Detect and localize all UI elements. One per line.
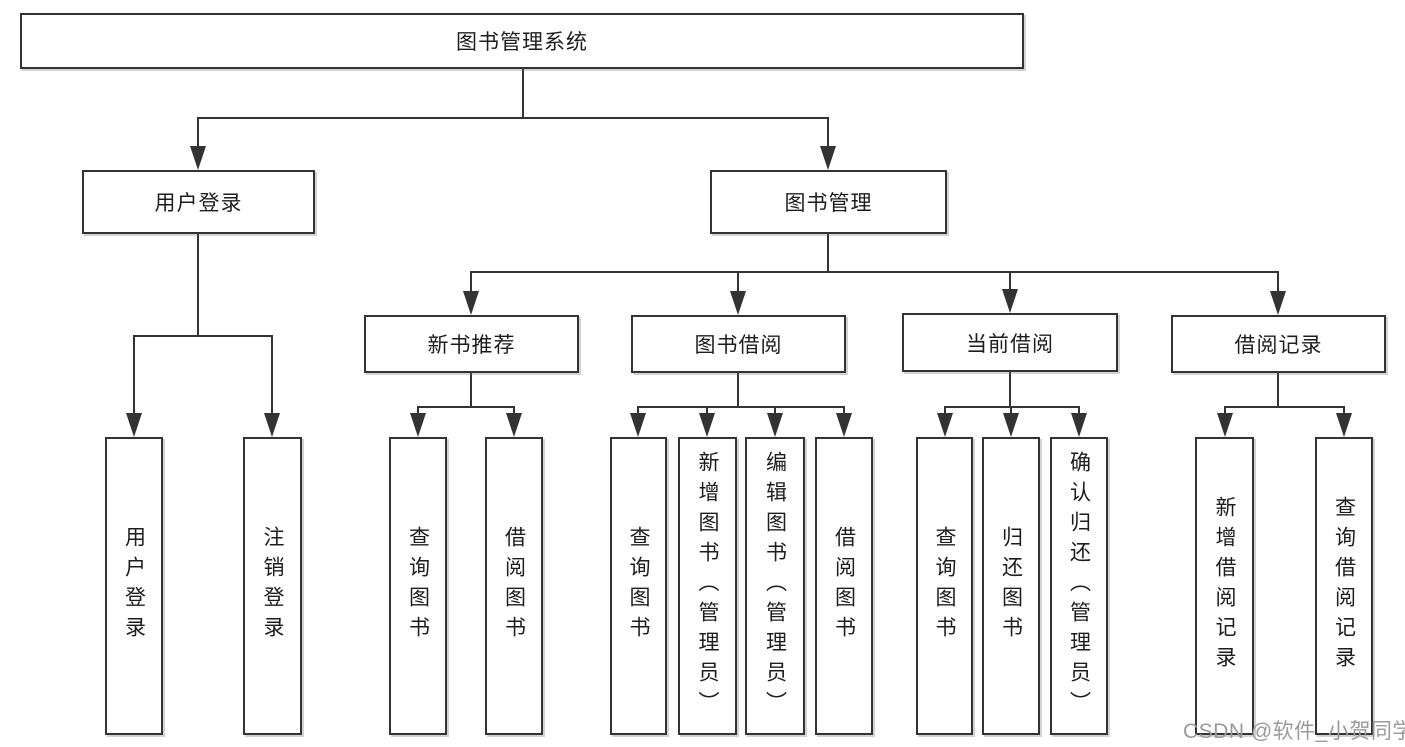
- node-label: 图书管理: [784, 192, 873, 215]
- node-user-login: 用户登录: [82, 170, 315, 234]
- connector-line: [1224, 406, 1226, 415]
- leaf-label: 用户登录: [122, 526, 146, 646]
- arrow-down-icon: [730, 291, 746, 315]
- leaf-confirm-return-admin: 确认归还（管理员）: [1050, 437, 1108, 735]
- arrow-down-icon: [190, 146, 206, 170]
- connector-line: [197, 117, 199, 148]
- connector-line: [637, 406, 845, 408]
- leaf-query-books-recommend: 查询图书: [389, 437, 447, 735]
- connector-line: [133, 335, 135, 415]
- connector-line: [470, 373, 472, 407]
- connector-line: [1343, 406, 1345, 415]
- arrow-down-icon: [1217, 413, 1233, 437]
- node-label: 图书管理系统: [456, 31, 588, 54]
- leaf-label: 确认归还（管理员）: [1067, 451, 1091, 721]
- arrow-down-icon: [1002, 289, 1018, 313]
- connector-line: [843, 406, 845, 415]
- connector-line: [1277, 271, 1279, 293]
- arrow-down-icon: [463, 291, 479, 315]
- connector-line: [737, 271, 739, 293]
- connector-line: [944, 406, 1080, 408]
- arrow-down-icon: [126, 413, 142, 437]
- node-new-book-recommend: 新书推荐: [364, 315, 579, 373]
- connector-line: [827, 234, 829, 272]
- node-root: 图书管理系统: [20, 13, 1024, 69]
- arrow-down-icon: [836, 413, 852, 437]
- leaf-label: 编辑图书（管理员）: [763, 451, 787, 721]
- leaf-query-books-current: 查询图书: [916, 437, 973, 735]
- arrow-down-icon: [506, 413, 522, 437]
- arrow-down-icon: [1270, 291, 1286, 315]
- connector-line: [197, 234, 199, 336]
- connector-line: [1010, 406, 1012, 415]
- leaf-label: 新增图书（管理员）: [696, 451, 719, 721]
- connector-line: [737, 373, 739, 407]
- arrow-down-icon: [699, 413, 715, 437]
- connector-line: [417, 406, 515, 408]
- leaf-user-login: 用户登录: [105, 437, 163, 735]
- node-book-management: 图书管理: [710, 170, 947, 234]
- leaf-label: 借阅图书: [832, 526, 856, 646]
- connector-line: [417, 406, 419, 415]
- connector-line: [470, 271, 1279, 273]
- connector-line: [197, 117, 829, 119]
- connector-line: [1078, 406, 1080, 415]
- leaf-label: 查询图书: [933, 526, 956, 646]
- leaf-edit-book-admin: 编辑图书（管理员）: [745, 437, 805, 735]
- connector-line: [1224, 406, 1345, 408]
- leaf-borrow-books-recommend: 借阅图书: [485, 437, 543, 735]
- leaf-query-books-borrow: 查询图书: [610, 437, 667, 735]
- arrow-down-icon: [1336, 413, 1352, 437]
- leaf-label: 查询图书: [627, 526, 650, 646]
- arrow-down-icon: [767, 413, 783, 437]
- leaf-label: 注销登录: [261, 526, 284, 646]
- connector-line: [470, 271, 472, 293]
- connector-line: [1009, 271, 1011, 291]
- connector-line: [1009, 372, 1011, 407]
- leaf-label: 归还图书: [999, 526, 1023, 646]
- node-label: 借阅记录: [1234, 334, 1323, 357]
- arrow-down-icon: [264, 413, 280, 437]
- connector-line: [522, 69, 524, 117]
- node-current-borrow: 当前借阅: [902, 313, 1118, 372]
- leaf-label: 借阅图书: [502, 526, 526, 646]
- watermark: CSDN @软件_小贺同学: [1183, 720, 1405, 743]
- node-label: 当前借阅: [966, 332, 1054, 356]
- connector-line: [513, 406, 515, 415]
- arrow-down-icon: [410, 413, 426, 437]
- leaf-add-book-admin: 新增图书（管理员）: [678, 437, 737, 735]
- arrow-down-icon: [820, 146, 836, 170]
- connector-line: [637, 406, 639, 415]
- leaf-query-borrow-record: 查询借阅记录: [1315, 437, 1373, 735]
- connector-line: [944, 406, 946, 415]
- leaf-return-book: 归还图书: [982, 437, 1040, 735]
- node-label: 图书借阅: [694, 334, 783, 357]
- arrow-down-icon: [1071, 413, 1087, 437]
- connector-line: [133, 335, 273, 337]
- leaf-label: 新增借阅记录: [1213, 496, 1236, 676]
- connector-line: [706, 406, 708, 415]
- arrow-down-icon: [937, 413, 953, 437]
- node-book-borrow: 图书借阅: [631, 315, 846, 373]
- node-label: 新书推荐: [427, 334, 516, 357]
- leaf-logout: 注销登录: [243, 437, 302, 735]
- leaf-label: 查询借阅记录: [1332, 496, 1356, 676]
- connector-line: [827, 117, 829, 148]
- leaf-borrow-books: 借阅图书: [815, 437, 873, 735]
- connector-line: [271, 335, 273, 415]
- leaf-add-borrow-record: 新增借阅记录: [1195, 437, 1254, 735]
- leaf-label: 查询图书: [406, 526, 430, 646]
- node-borrow-records: 借阅记录: [1171, 315, 1386, 373]
- arrow-down-icon: [1003, 413, 1019, 437]
- connector-line: [1277, 373, 1279, 407]
- connector-line: [774, 406, 776, 415]
- node-label: 用户登录: [154, 192, 243, 215]
- arrow-down-icon: [630, 413, 646, 437]
